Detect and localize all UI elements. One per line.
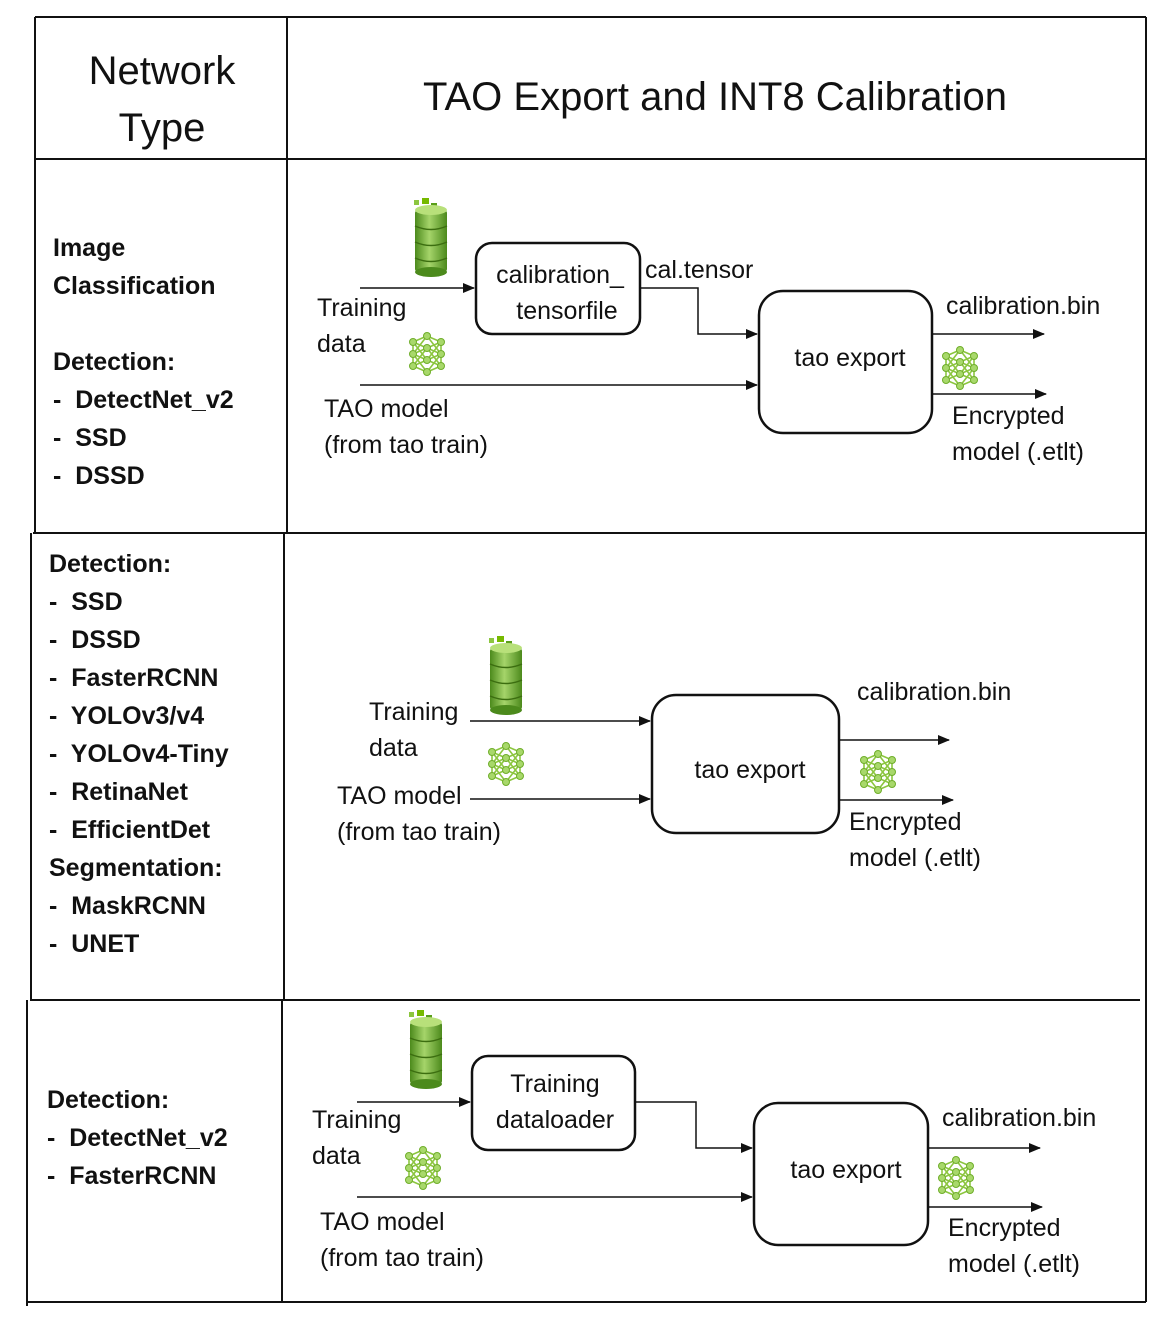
- tao-export-label: tao export: [794, 344, 905, 372]
- tao-export-box: [757, 289, 934, 435]
- network-item: - SSD: [49, 588, 123, 616]
- network-item: - UNET: [49, 930, 139, 958]
- network-item: - SSD: [53, 424, 127, 452]
- network-item: - RetinaNet: [49, 778, 189, 806]
- neural-network-icon: [937, 1155, 975, 1201]
- network-item: - MaskRCNN: [49, 892, 206, 920]
- tao-model-label: (from tao train): [337, 818, 501, 846]
- calibration-bin-label: calibration.bin: [946, 292, 1100, 320]
- row2-flow: tao export Training data TAO model (from…: [337, 635, 1011, 872]
- network-item: - DetectNet_v2: [53, 386, 234, 414]
- encrypted-model-label: Encrypted: [849, 808, 962, 836]
- database-icon: [408, 1009, 443, 1090]
- header-title: TAO Export and INT8 Calibration: [423, 75, 1007, 119]
- neural-network-icon: [408, 331, 446, 377]
- encrypted-model-label: model (.etlt): [948, 1250, 1080, 1278]
- network-item: Classification: [53, 272, 216, 300]
- network-item: Detection:: [53, 348, 175, 376]
- table-grid: [26, 16, 1147, 1306]
- network-item: - DSSD: [49, 626, 141, 654]
- row1-network-list: Image Classification Detection: - Detect…: [53, 234, 234, 490]
- network-item: Detection:: [49, 550, 171, 578]
- network-item: - YOLOv3/v4: [49, 702, 204, 730]
- training-data-label: data: [312, 1142, 361, 1170]
- row3-flow: Training dataloader tao export Training …: [312, 1009, 1096, 1278]
- tao-model-label: TAO model: [324, 395, 449, 423]
- database-icon: [413, 197, 448, 278]
- row1-flow: calibration_ tensorfile tao export Train…: [317, 197, 1100, 466]
- calibration-bin-label: calibration.bin: [942, 1104, 1096, 1132]
- tao-export-label: tao export: [694, 756, 805, 784]
- encrypted-model-label: model (.etlt): [849, 844, 981, 872]
- encrypted-model-label: model (.etlt): [952, 438, 1084, 466]
- row2-network-list: Detection: - SSD - DSSD - FasterRCNN - Y…: [49, 550, 229, 958]
- encrypted-model-label: Encrypted: [952, 402, 1065, 430]
- tao-export-box: [650, 693, 841, 835]
- header-network-type-line1: Network: [89, 49, 237, 93]
- encrypted-model-label: Encrypted: [948, 1214, 1061, 1242]
- training-dataloader-label: Training: [510, 1070, 599, 1098]
- network-item: Detection:: [47, 1086, 169, 1114]
- tao-model-label: (from tao train): [324, 431, 488, 459]
- neural-network-icon: [859, 749, 897, 795]
- network-item: Segmentation:: [49, 854, 223, 882]
- training-data-label: Training: [312, 1106, 401, 1134]
- tao-export-box: [752, 1101, 930, 1247]
- tao-model-label: TAO model: [320, 1208, 445, 1236]
- training-data-label: Training: [369, 698, 458, 726]
- network-item: - YOLOv4-Tiny: [49, 740, 229, 768]
- header-network-type-line2: Type: [119, 106, 206, 150]
- training-data-label: data: [317, 330, 366, 358]
- tao-export-label: tao export: [790, 1156, 901, 1184]
- cal-tensor-label: cal.tensor: [645, 256, 753, 284]
- neural-network-icon: [941, 345, 979, 391]
- neural-network-icon: [404, 1145, 442, 1191]
- database-icon: [488, 635, 523, 716]
- calibration-bin-label: calibration.bin: [857, 678, 1011, 706]
- training-data-label: Training: [317, 294, 406, 322]
- tao-model-label: (from tao train): [320, 1244, 484, 1272]
- row3-network-list: Detection: - DetectNet_v2 - FasterRCNN: [47, 1086, 228, 1190]
- network-item: Image: [53, 234, 125, 262]
- network-item: - DetectNet_v2: [47, 1124, 228, 1152]
- tao-model-label: TAO model: [337, 782, 462, 810]
- network-item: - FasterRCNN: [49, 664, 218, 692]
- network-item: - FasterRCNN: [47, 1162, 216, 1190]
- neural-network-icon: [487, 741, 525, 787]
- training-data-label: data: [369, 734, 418, 762]
- network-item: - DSSD: [53, 462, 145, 490]
- training-dataloader-box: [470, 1054, 637, 1152]
- training-dataloader-label: dataloader: [496, 1106, 614, 1134]
- network-item: - EfficientDet: [49, 816, 211, 844]
- calibration-tensorfile-label: tensorfile: [516, 297, 617, 325]
- calibration-tensorfile-label: calibration_: [496, 261, 625, 289]
